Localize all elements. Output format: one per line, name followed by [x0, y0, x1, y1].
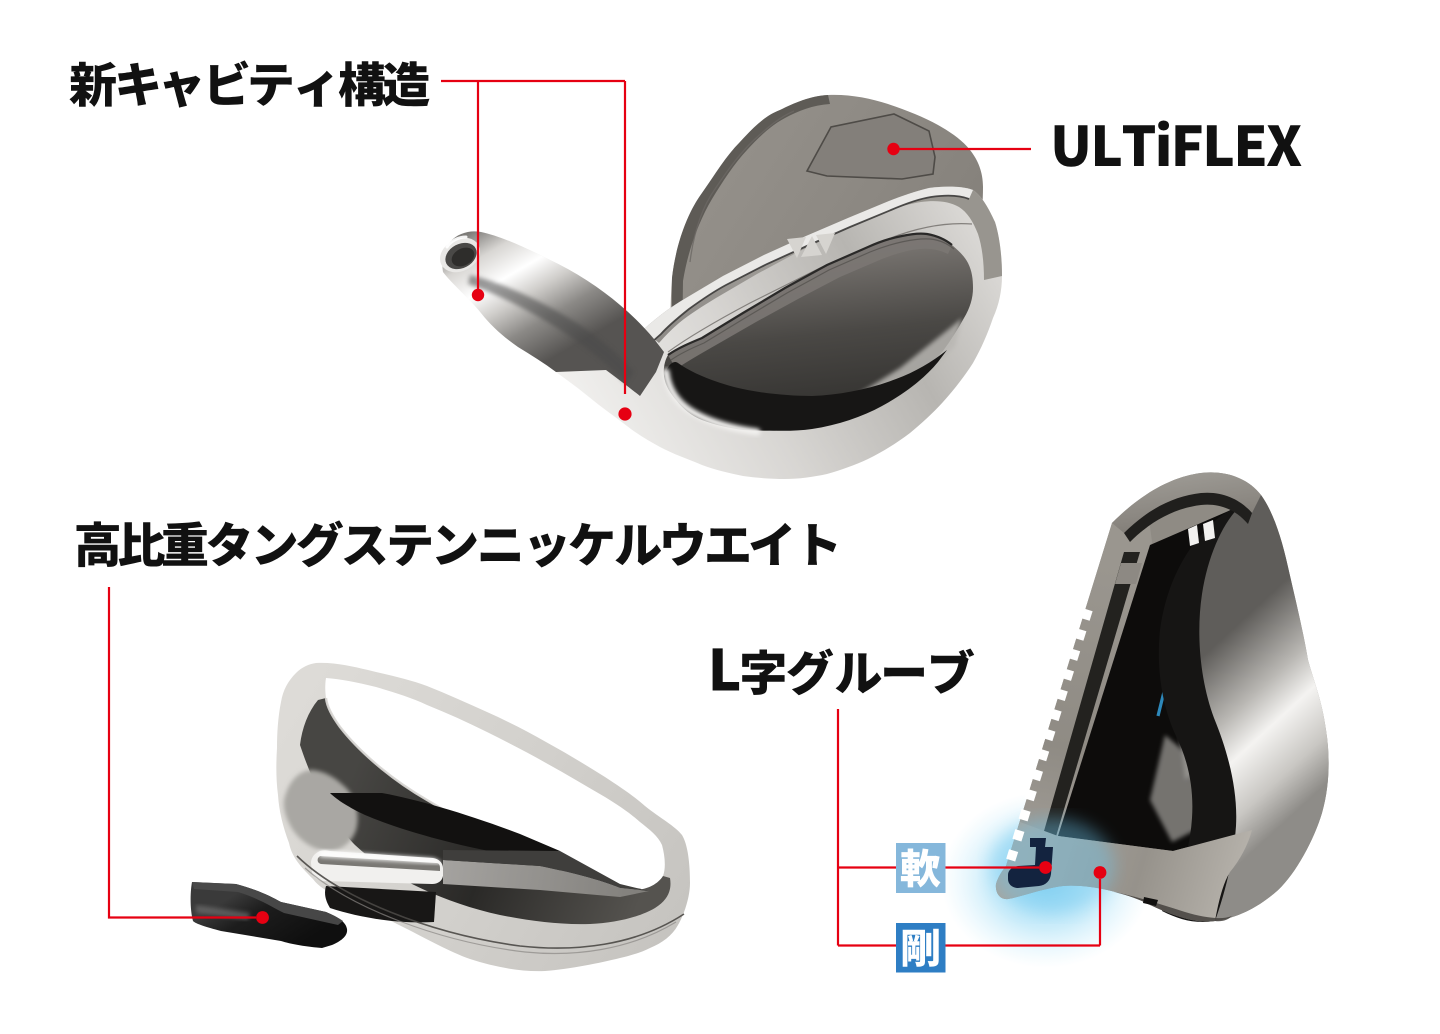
ultiflex-label — [1054, 120, 1302, 167]
sole-seam-2 — [304, 867, 677, 955]
hosel-dark-streak — [468, 275, 634, 384]
ring-top-bar — [643, 186, 1002, 343]
sole-under-shadow — [1110, 891, 1232, 922]
cavity-dot-hosel — [471, 288, 485, 302]
hollow-body-opening — [325, 678, 665, 891]
crown-seam — [1124, 492, 1252, 542]
tungsten-weight — [190, 882, 348, 948]
l-groove-dot-soft — [1039, 861, 1052, 874]
back-badge-inner-line — [689, 110, 795, 263]
ultiflex-dot — [887, 142, 900, 156]
figure-iron-hollow-body — [190, 662, 690, 972]
cavity-leader-line — [441, 79, 627, 394]
face-channel — [1038, 552, 1140, 852]
brand-logo-rear — [787, 233, 835, 258]
tungsten-label — [76, 520, 837, 568]
cavity-opening-badge-sliver — [668, 233, 952, 369]
cavity-dot-sole — [618, 407, 632, 421]
ring-inner-seam2 — [670, 238, 955, 361]
ring-inner-seam — [667, 232, 953, 356]
channel-step — [1115, 563, 1142, 584]
brand-logo-toe — [1188, 520, 1215, 546]
l-groove-leader-line — [836, 709, 1102, 947]
toe-chrome — [1183, 495, 1329, 921]
interior-right-band-dark — [443, 850, 649, 891]
l-groove-glow-inner — [990, 818, 1114, 914]
face-groove-teeth — [1006, 608, 1093, 862]
callout-annotations — [69, 60, 1302, 973]
toe-crown — [1112, 472, 1261, 533]
rigid-tag-glyph — [902, 928, 939, 967]
cavity-label — [69, 60, 430, 108]
toe-dark-band — [1158, 506, 1240, 922]
ring-bar-seam — [651, 194, 970, 343]
soft-tag-glyph — [900, 848, 941, 888]
figure-iron-rear-cutaway — [439, 94, 1003, 480]
l-groove-dot-rigid — [1093, 866, 1107, 879]
interior-right-band — [443, 860, 649, 897]
interior-black-wedge — [330, 793, 560, 853]
weight-slot — [311, 850, 443, 884]
l-groove-label — [712, 648, 975, 696]
cavity-callout — [441, 79, 627, 394]
sole-notch — [1143, 897, 1158, 906]
cavity-lip-highlight — [662, 368, 761, 436]
figure-iron-toe-section — [941, 472, 1329, 968]
tungsten-leader-line — [107, 587, 256, 919]
hosel-tip — [439, 235, 481, 273]
l-groove-shape — [1008, 838, 1053, 888]
ultiflex-pocket — [805, 113, 936, 180]
cavity-black-band — [664, 350, 947, 431]
sole-seam — [296, 855, 685, 949]
interior-left-facet — [283, 770, 358, 851]
tungsten-dot — [256, 911, 269, 924]
